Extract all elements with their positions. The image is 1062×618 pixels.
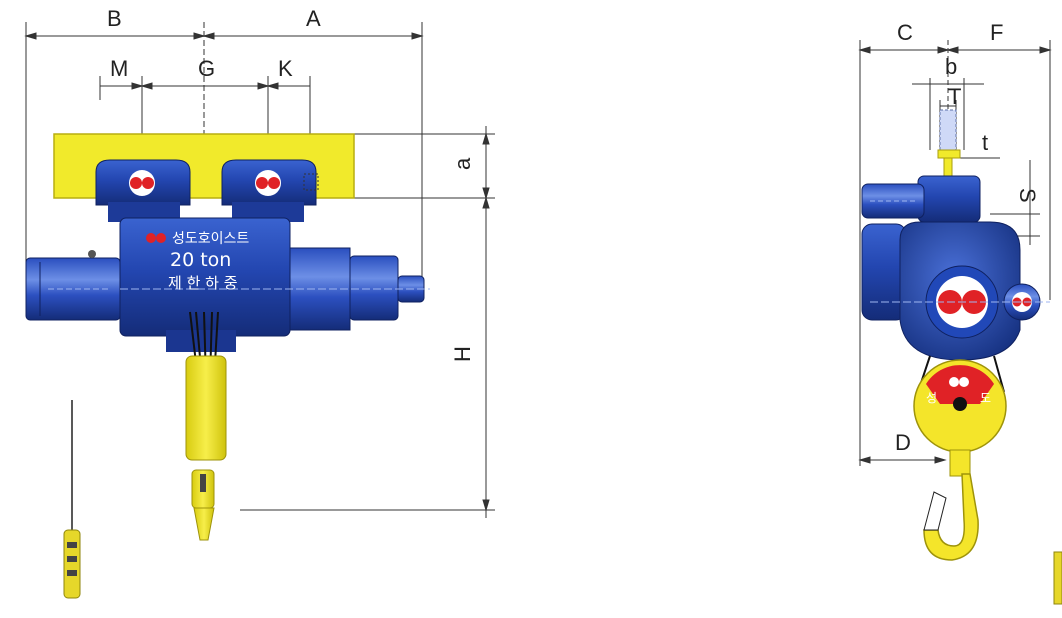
pendant-edge (1053, 551, 1062, 605)
front-view: B A M G K a H (24, 6, 495, 599)
dim-label-T: T (948, 84, 961, 109)
gear-reducer (120, 247, 430, 331)
dim-label-M: M (110, 56, 128, 81)
dim-label-A: A (306, 6, 321, 31)
dim-label-D: D (895, 430, 911, 455)
dim-label-a: a (450, 157, 475, 170)
hoist-motor (25, 250, 121, 321)
hook-block-front (185, 355, 227, 541)
hook-block-mark-left: 성 (926, 391, 937, 405)
dim-label-F: F (990, 20, 1003, 45)
dim-label-S: S (1015, 188, 1040, 203)
hook-block-side: 성 도 (913, 359, 1007, 477)
side-housing (861, 221, 1050, 361)
nameplate-limit-label: 제 한 하 중 (168, 274, 238, 292)
dim-label-K: K (278, 56, 293, 81)
side-view: C F b T t S D (858, 20, 1062, 605)
side-trolley (861, 175, 981, 223)
dim-label-G: G (198, 56, 215, 81)
nameplate-capacity: 20 ton (170, 249, 231, 271)
nameplate-brand: 성도호이스트 (172, 231, 249, 247)
hook-block-mark-right: 도 (980, 391, 991, 405)
trolley-saddle-left (95, 159, 191, 222)
hoist-main-body (119, 217, 291, 352)
dim-label-b: b (945, 54, 957, 79)
dim-label-H: H (450, 346, 475, 362)
dim-label-C: C (897, 20, 913, 45)
nameplate: 성도호이스트 20 ton 제 한 하 중 (146, 231, 249, 292)
dim-label-t: t (982, 130, 988, 155)
dim-label-B: B (107, 6, 122, 31)
hook (923, 473, 979, 561)
trolley-saddle-right (221, 159, 319, 222)
pendant-control (63, 400, 81, 599)
